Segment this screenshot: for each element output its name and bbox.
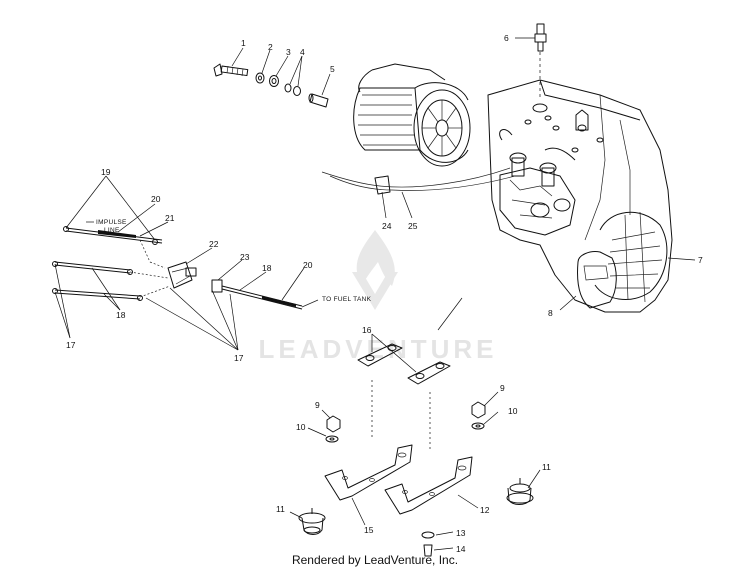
- callout-12: 12: [480, 505, 490, 515]
- callout-22: 22: [209, 239, 219, 249]
- engine-block: [487, 79, 673, 313]
- spark-plug: [534, 23, 547, 100]
- callout-9-left: 9: [315, 400, 320, 410]
- annotations: IMPULSE LINE TO FUEL TANK: [86, 219, 372, 303]
- callout-15: 15: [364, 525, 374, 535]
- rubber-mounts: [298, 478, 534, 535]
- callout-11-right: 11: [542, 462, 551, 472]
- mount-plates: [357, 297, 463, 450]
- callout-2: 2: [268, 42, 273, 52]
- callout-18-left: 18: [116, 310, 126, 320]
- clutch-bolt-assembly: [213, 63, 329, 108]
- callout-16: 16: [362, 325, 372, 335]
- leader-lines: [54, 37, 696, 551]
- fuel-tank-note: TO FUEL TANK: [322, 296, 372, 303]
- callout-17-left: 17: [66, 340, 76, 350]
- callout-20-right: 20: [303, 260, 313, 270]
- callout-19: 19: [101, 167, 111, 177]
- callout-21: 21: [165, 213, 175, 223]
- callout-14: 14: [456, 544, 466, 554]
- callout-5: 5: [330, 64, 335, 74]
- callout-1: 1: [241, 38, 246, 48]
- callout-23: 23: [240, 252, 250, 262]
- callout-4: 4: [300, 47, 305, 57]
- callout-18-right: 18: [262, 263, 272, 273]
- callout-labels: 1 2 3 4 5 6 7 8 9 10 9 10 11 11 12 13 14…: [66, 33, 703, 554]
- callout-13: 13: [456, 528, 466, 538]
- callout-7: 7: [698, 255, 703, 265]
- throttle-cables: [321, 167, 516, 195]
- footer-credit: Rendered by LeadVenture, Inc.: [291, 553, 459, 567]
- mounting-brackets: [324, 444, 473, 515]
- watermark: LEADVENTURE: [258, 230, 497, 364]
- callout-3: 3: [286, 47, 291, 57]
- callout-6: 6: [504, 33, 509, 43]
- carburetors: [499, 129, 576, 236]
- fasteners: [325, 401, 486, 557]
- fuel-lines: [52, 226, 319, 310]
- callout-10-left: 10: [296, 422, 306, 432]
- impulse-line-note-line2: LINE: [104, 227, 120, 234]
- callout-25: 25: [408, 221, 418, 231]
- callout-11-left: 11: [276, 504, 285, 514]
- impulse-line-note-line1: IMPULSE: [96, 219, 127, 226]
- callout-17-right: 17: [234, 353, 244, 363]
- callout-10-right: 10: [508, 406, 518, 416]
- watermark-text: LEADVENTURE: [258, 334, 497, 364]
- drive-clutch: [353, 63, 471, 167]
- callout-20-left: 20: [151, 194, 161, 204]
- callout-8: 8: [548, 308, 553, 318]
- callout-24: 24: [382, 221, 392, 231]
- callout-9-right: 9: [500, 383, 505, 393]
